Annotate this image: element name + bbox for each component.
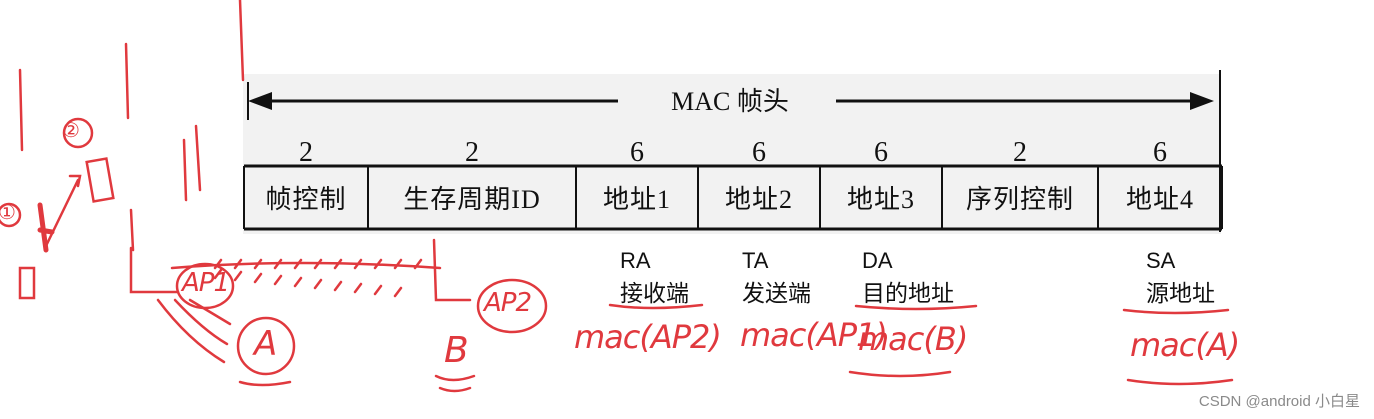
- handwritten-mac-sa: mac(A): [1130, 326, 1240, 364]
- step2-circle: [62, 117, 94, 149]
- field-size-2: 2: [465, 137, 479, 168]
- node-a-label: A: [254, 324, 277, 364]
- step2-label: ②: [62, 118, 80, 142]
- field-cell-1: 帧控制: [265, 184, 347, 214]
- device-box-phone: [85, 157, 115, 203]
- role-name-da: 目的地址: [862, 280, 954, 306]
- role-abbr-ta: TA: [742, 248, 769, 273]
- field-size-1: 2: [299, 137, 313, 168]
- role-name-ra: 接收端: [620, 280, 689, 306]
- ap2-circle: [476, 278, 548, 334]
- node-a-circle: [236, 316, 296, 376]
- arrowhead-right-icon: [1190, 92, 1214, 110]
- step1-circle: [0, 202, 22, 228]
- arrowhead-left-icon: [248, 92, 272, 110]
- role-abbr-sa: SA: [1146, 248, 1176, 273]
- field-cell-3: 地址1: [602, 184, 671, 214]
- ap2-label: AP2: [484, 288, 532, 318]
- field-size-5: 6: [874, 137, 888, 168]
- node-b-label: B: [444, 330, 469, 371]
- field-size-3: 6: [630, 137, 644, 168]
- field-size-6: 2: [1013, 137, 1027, 168]
- handwritten-mac-ra: mac(AP2): [574, 318, 722, 356]
- device-box-small: [18, 266, 36, 300]
- field-cell-5: 地址3: [846, 184, 915, 214]
- role-name-sa: 源地址: [1146, 280, 1215, 306]
- role-abbr-ra: RA: [620, 248, 651, 273]
- field-cell-4: 地址2: [724, 184, 793, 214]
- table-cell-dividers: [243, 166, 1223, 229]
- handwritten-mac-da: mac(B): [858, 320, 968, 358]
- field-size-4: 6: [752, 137, 766, 168]
- field-cell-6: 序列控制: [965, 184, 1074, 214]
- role-name-ta: 发送端: [742, 280, 811, 306]
- csdn-watermark: CSDN @android 小白星: [1198, 393, 1360, 410]
- field-size-7: 6: [1153, 137, 1167, 168]
- field-cell-2: 生存周期ID: [403, 184, 541, 214]
- header-title: MAC 帧头: [671, 87, 789, 116]
- step1-label: ①: [0, 200, 16, 224]
- ap1-label: AP1: [182, 268, 230, 298]
- field-cell-7: 地址4: [1125, 184, 1194, 214]
- handwritten-mac-ta: mac(AP1): [740, 316, 888, 354]
- role-abbr-da: DA: [862, 248, 893, 273]
